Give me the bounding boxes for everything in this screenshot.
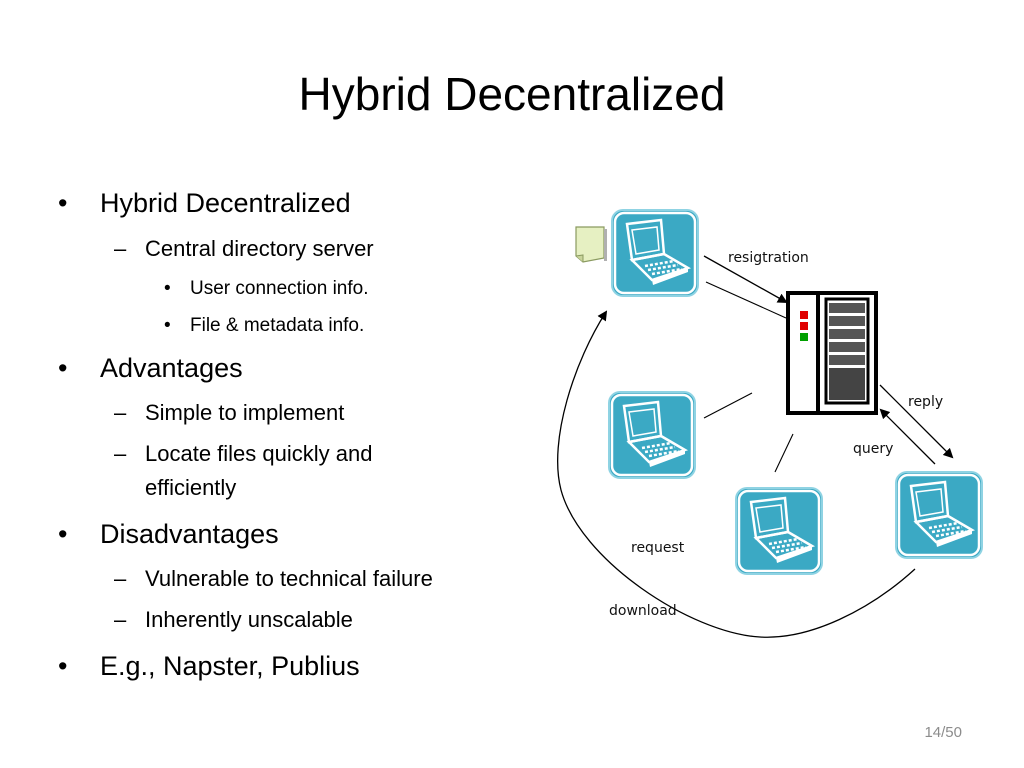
bullet-marker: –: [114, 607, 127, 632]
slide-title: Hybrid Decentralized: [298, 68, 726, 120]
bullet-marker: –: [114, 441, 127, 466]
bullet-marker: •: [58, 519, 68, 549]
bullet-marker: •: [58, 188, 68, 218]
bullet-text: User connection info.: [190, 278, 369, 299]
page-number: 14/50: [924, 724, 962, 741]
bullet-text: Hybrid Decentralized: [100, 188, 351, 218]
bullet-text: File & metadata info.: [190, 315, 365, 336]
peer-bottom-link: [774, 433, 794, 473]
bullet-marker: –: [114, 236, 127, 261]
peer-left-laptop-icon: [607, 390, 697, 480]
registration-label: resigtration: [728, 250, 809, 266]
bullet-marker: •: [58, 651, 68, 681]
diagram-canvas: [557, 208, 984, 638]
reply-arrow: [879, 384, 954, 459]
directory-server-icon: [786, 291, 878, 415]
bullet-marker: –: [114, 400, 127, 425]
bullet-text: Vulnerable to technical failure: [145, 566, 433, 591]
bullet-marker: •: [164, 278, 171, 299]
bullet-marker: •: [58, 353, 68, 383]
peer-top-link: [705, 281, 787, 319]
download-label: download: [609, 603, 677, 619]
bullet-text: Central directory server: [145, 236, 374, 261]
bullet-text: E.g., Napster, Publius: [100, 651, 360, 681]
query-arrow: [879, 408, 936, 465]
bullet-text: Inherently unscalable: [145, 607, 353, 632]
download-curve: [557, 310, 916, 638]
registration-arrow: [703, 255, 788, 303]
peer-bottom-laptop-icon: [734, 486, 824, 576]
peer-left-link: [703, 392, 753, 419]
request-label: request: [631, 540, 685, 556]
network-diagram: resigtration reply query request downloa…: [540, 190, 1010, 660]
bullet-text: Disadvantages: [100, 519, 279, 549]
peer-right-laptop-icon: [894, 470, 984, 560]
document-icon: [575, 226, 607, 263]
query-label: query: [853, 441, 894, 457]
bullet-text: Locate files quickly and efficiently: [145, 441, 373, 500]
bullet-marker: –: [114, 566, 127, 591]
bullet-marker: •: [164, 315, 171, 336]
bullet-text: Advantages: [100, 353, 243, 383]
bullet-text: Simple to implement: [145, 400, 345, 425]
reply-label: reply: [908, 394, 944, 410]
peer-top-laptop-icon: [610, 208, 700, 298]
